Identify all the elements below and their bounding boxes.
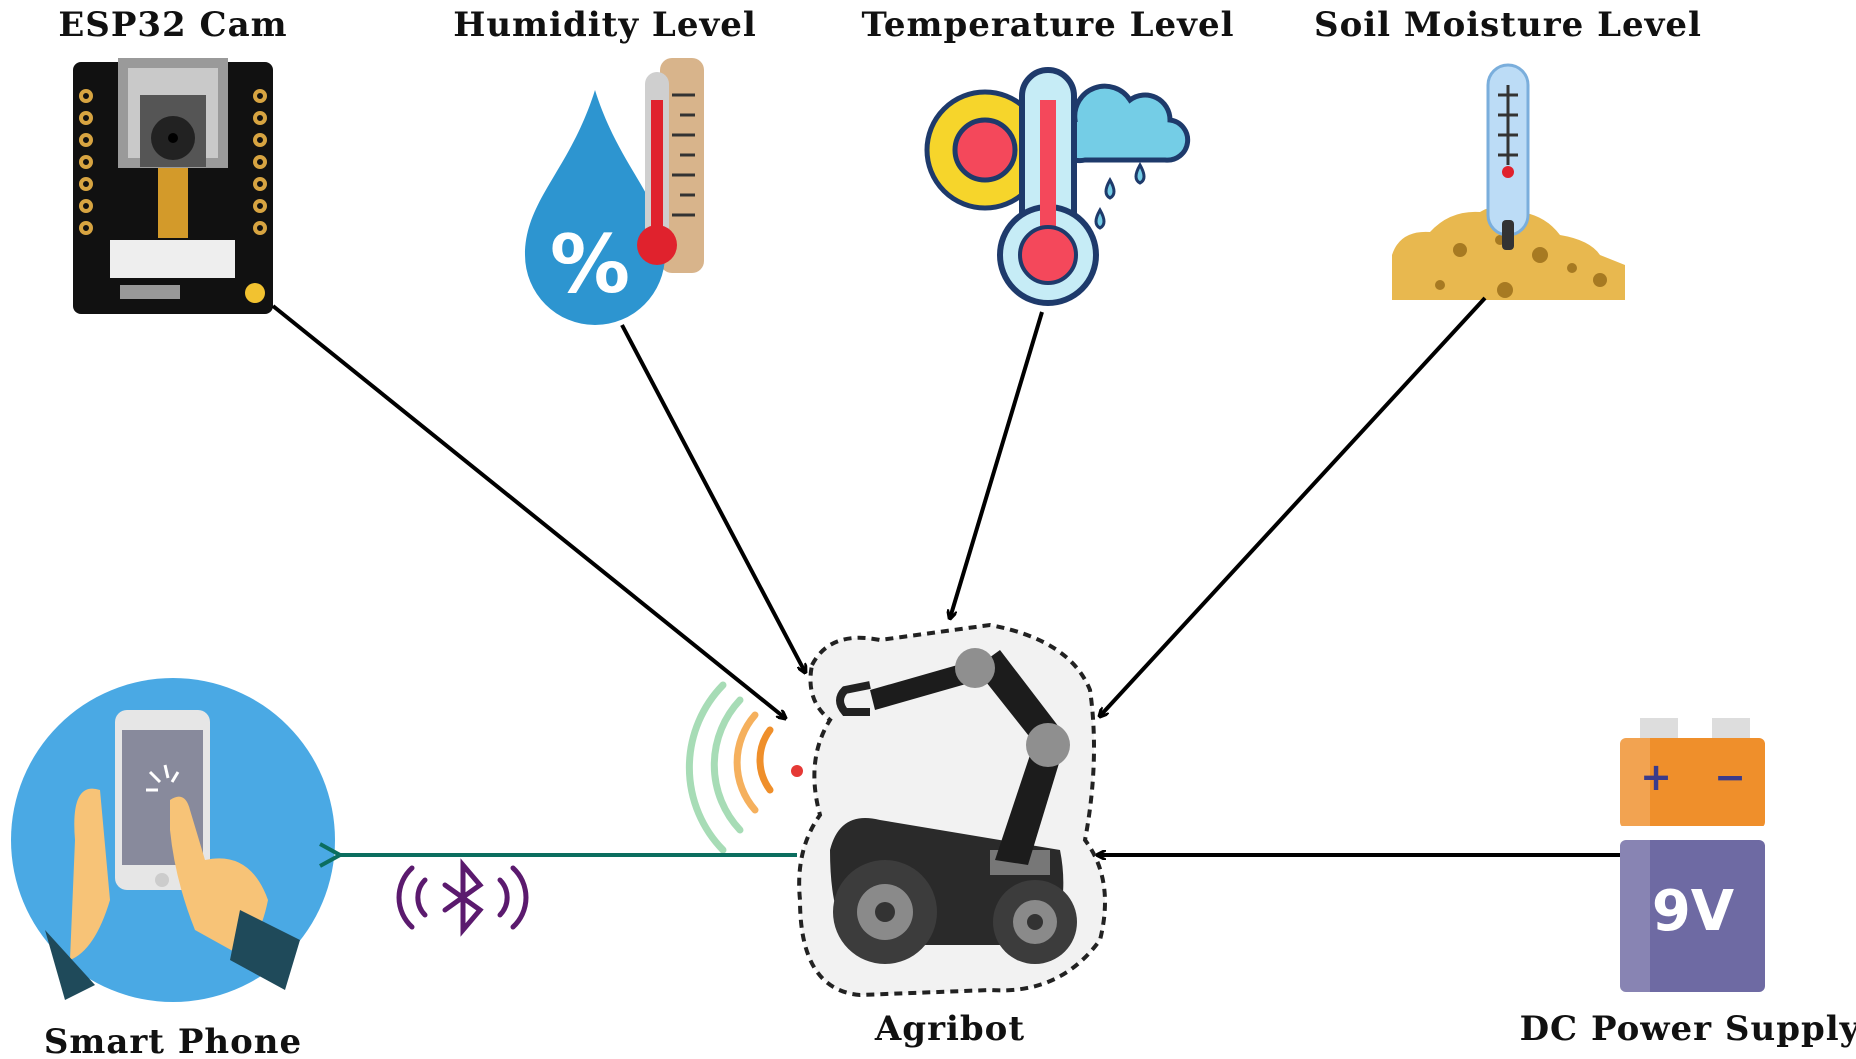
label-smart-phone: Smart Phone xyxy=(44,1022,302,1059)
smart-phone-icon xyxy=(11,678,335,1002)
bluetooth-icon xyxy=(396,858,529,937)
agribot-icon xyxy=(797,622,1107,998)
arrow-temperature-to-agribot xyxy=(950,311,1044,618)
battery-9v-icon: + − 9V xyxy=(1620,718,1765,992)
esp32-cam-icon xyxy=(73,58,273,314)
humidity-icon: % xyxy=(525,58,704,325)
battery-minus-sign: − xyxy=(1714,755,1746,799)
label-soil-moisture-level: Soil Moisture Level xyxy=(1314,5,1702,45)
arrows xyxy=(271,296,1620,855)
battery-voltage-text: 9V xyxy=(1652,879,1735,944)
label-esp32-cam: ESP32 Cam xyxy=(58,5,287,45)
humidity-percent-glyph: % xyxy=(550,218,630,311)
arrow-humidity-to-agribot xyxy=(620,324,805,672)
battery-plus-sign: + xyxy=(1640,755,1672,799)
soil-moisture-icon xyxy=(1392,63,1625,300)
arrow-soil-to-agribot xyxy=(1100,296,1487,716)
label-agribot: Agribot xyxy=(874,1009,1025,1049)
arrow-esp32-to-agribot xyxy=(271,304,785,718)
temperature-icon xyxy=(924,67,1191,306)
label-temperature-level: Temperature Level xyxy=(861,5,1234,45)
label-dc-power-supply: DC Power Supply xyxy=(1520,1009,1856,1049)
wifi-signal-icon xyxy=(685,681,803,854)
label-humidity-level: Humidity Level xyxy=(453,5,757,45)
